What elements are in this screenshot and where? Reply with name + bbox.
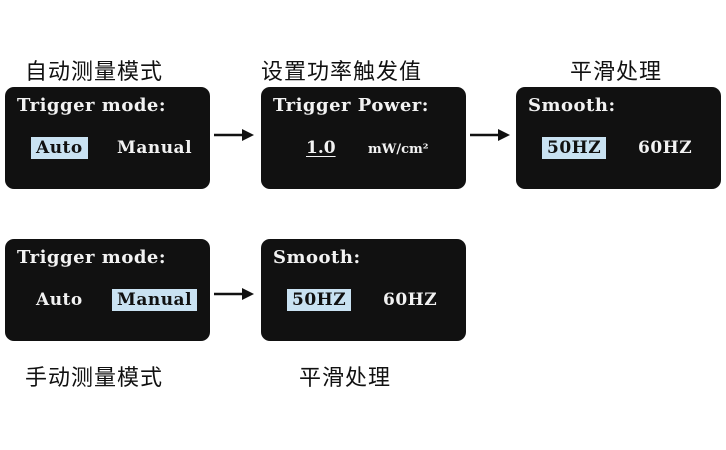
- option-auto[interactable]: Auto: [36, 290, 83, 310]
- caption-manual-mode: 手动测量模式: [25, 366, 164, 391]
- trigger-mode-auto-panel: Trigger mode: Auto Manual: [5, 87, 210, 189]
- option-50hz-selected[interactable]: 50HZ: [542, 137, 607, 159]
- option-manual-selected[interactable]: Manual: [112, 289, 198, 311]
- caption-smoothing-top: 平滑处理: [570, 60, 663, 85]
- option-60hz[interactable]: 60HZ: [638, 138, 693, 158]
- option-manual[interactable]: Manual: [117, 138, 193, 158]
- option-50hz-selected[interactable]: 50HZ: [287, 289, 352, 311]
- arrow-right-icon: [214, 288, 254, 300]
- panel-title: Trigger mode:: [17, 247, 167, 268]
- option-auto-selected[interactable]: Auto: [31, 137, 88, 159]
- smooth-panel-top: Smooth: 50HZ 60HZ: [516, 87, 721, 189]
- arrow-right-icon: [470, 129, 510, 141]
- option-60hz[interactable]: 60HZ: [383, 290, 438, 310]
- trigger-mode-manual-panel: Trigger mode: Auto Manual: [5, 239, 210, 341]
- caption-smoothing-bottom: 平滑处理: [299, 366, 392, 391]
- trigger-power-panel: Trigger Power: 1.0 mW/cm²: [261, 87, 466, 189]
- power-value[interactable]: 1.0: [306, 138, 336, 158]
- arrow-right-icon: [214, 129, 254, 141]
- panel-title: Trigger Power:: [273, 95, 429, 116]
- power-unit: mW/cm²: [368, 142, 429, 157]
- panel-title: Smooth:: [273, 247, 361, 268]
- smooth-panel-bottom: Smooth: 50HZ 60HZ: [261, 239, 466, 341]
- caption-power-trigger: 设置功率触发值: [261, 60, 423, 85]
- panel-title: Trigger mode:: [17, 95, 167, 116]
- panel-title: Smooth:: [528, 95, 616, 116]
- caption-auto-mode: 自动测量模式: [25, 60, 164, 85]
